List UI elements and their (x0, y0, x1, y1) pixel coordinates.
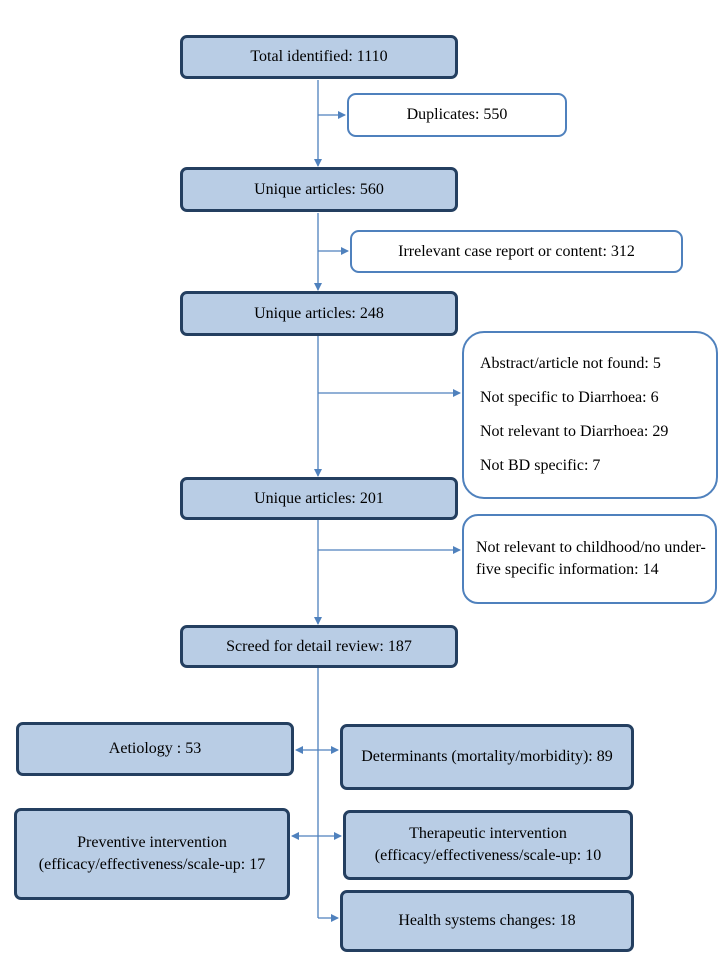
childhood-exclusion-box: Not relevant to childhood/no under-five … (462, 514, 717, 604)
therapeutic-intervention-label: Therapeutic intervention (efficacy/effec… (374, 825, 602, 864)
total-identified-box: Total identified: 1110 (180, 35, 458, 79)
aetiology-label: Aetiology : 53 (108, 740, 202, 758)
screened-review-box: Screed for detail review: 187 (180, 625, 458, 668)
unique-articles-248-box: Unique articles: 248 (180, 291, 458, 336)
preventive-intervention-box: Preventive intervention (efficacy/effect… (14, 808, 290, 900)
exclusion-item-not-relevant: Not relevant to Diarrhoea: 29 (480, 423, 669, 440)
unique-articles-560-box: Unique articles: 560 (180, 167, 458, 212)
health-systems-box: Health systems changes: 18 (340, 890, 634, 952)
irrelevant-content-label: Irrelevant case report or content: 312 (398, 242, 635, 260)
total-identified-label: Total identified: 1110 (250, 48, 388, 66)
unique-articles-248-label: Unique articles: 248 (254, 304, 384, 322)
therapeutic-intervention-box: Therapeutic intervention (efficacy/effec… (343, 810, 633, 880)
screened-review-label: Screed for detail review: 187 (226, 637, 412, 655)
determinants-box: Determinants (mortality/morbidity): 89 (340, 724, 634, 790)
duplicates-box: Duplicates: 550 (347, 93, 567, 137)
irrelevant-content-box: Irrelevant case report or content: 312 (350, 230, 683, 273)
exclusion-item-not-bd: Not BD specific: 7 (480, 457, 601, 474)
health-systems-label: Health systems changes: 18 (398, 912, 576, 930)
exclusion-item-not-found: Abstract/article not found: 5 (480, 355, 661, 372)
childhood-exclusion-label: Not relevant to childhood/no under-five … (476, 539, 706, 578)
unique-articles-201-box: Unique articles: 201 (180, 477, 458, 520)
duplicates-label: Duplicates: 550 (406, 106, 508, 124)
aetiology-box: Aetiology : 53 (16, 722, 294, 776)
preventive-intervention-label: Preventive intervention (efficacy/effect… (38, 834, 266, 873)
unique-articles-201-label: Unique articles: 201 (254, 489, 384, 507)
exclusion-list-box: Abstract/article not found: 5 Not specif… (462, 331, 718, 499)
exclusion-item-not-specific: Not specific to Diarrhoea: 6 (480, 389, 659, 406)
determinants-label: Determinants (mortality/morbidity): 89 (361, 748, 613, 766)
unique-articles-560-label: Unique articles: 560 (254, 180, 384, 198)
